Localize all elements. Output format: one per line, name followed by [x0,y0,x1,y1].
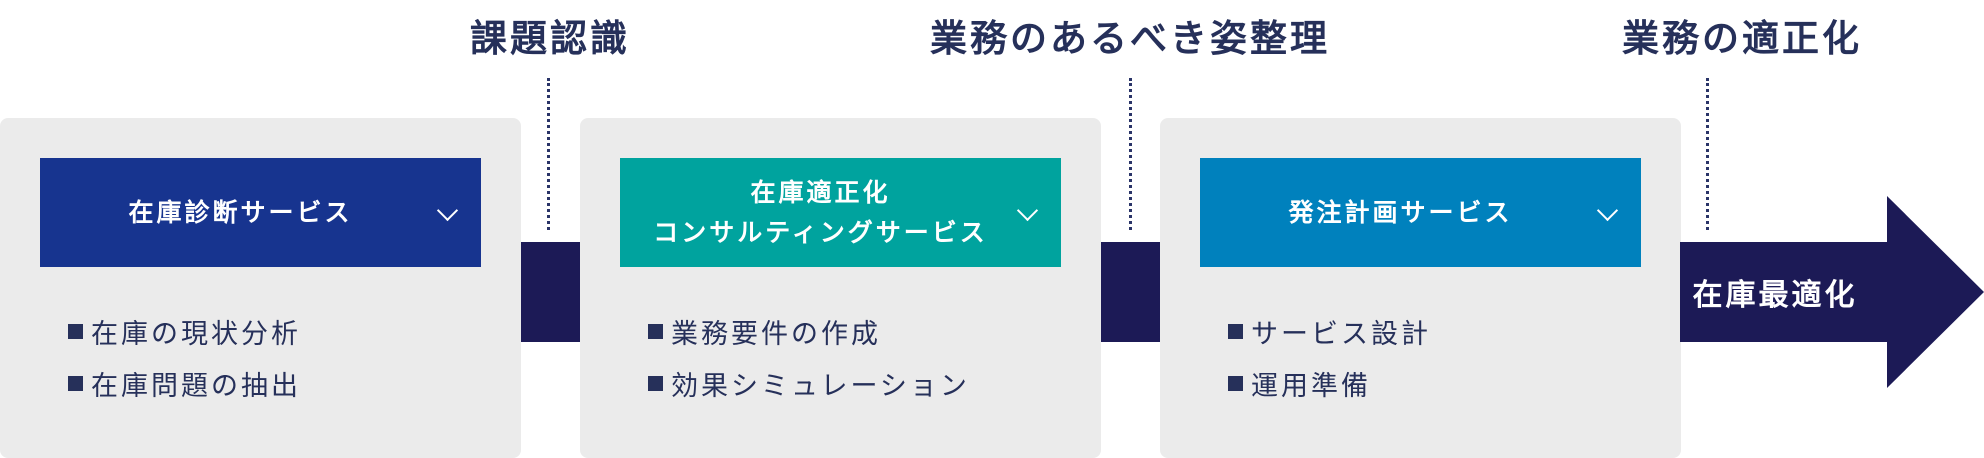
stage-divider-1 [547,78,550,230]
square-bullet-icon [68,323,83,339]
service-item-list: 在庫の現状分析 在庫問題の抽出 [68,305,301,409]
arrow-shape [1680,196,1984,388]
list-item: 在庫の現状分析 [68,305,301,357]
stage-label-3: 業務の適正化 [1622,17,1862,60]
square-bullet-icon [1228,323,1243,339]
service-panel-2: 在庫適正化 コンサルティングサービス 業務要件の作成 効果シミュレーション [580,118,1101,458]
service-button-label: 在庫適正化 コンサルティングサービス [653,177,988,247]
service-item-list: サービス設計 運用準備 [1228,305,1431,409]
chevron-down-icon [436,199,459,221]
goal-arrow [1680,196,1984,388]
list-item: 在庫問題の抽出 [68,357,301,409]
flow-connector-1 [520,242,580,342]
service-button-label: 在庫診断サービス [128,197,353,227]
service-button-label: 発注計画サービス [1288,197,1513,227]
goal-label: 在庫最適化 [1692,278,1858,313]
stage-divider-2 [1129,78,1132,230]
list-item: 効果シミュレーション [648,357,970,409]
service-button-order-planning[interactable]: 発注計画サービス [1200,158,1641,267]
list-item: 運用準備 [1228,357,1431,409]
service-panel-3: 発注計画サービス サービス設計 運用準備 [1160,118,1681,458]
stage-label-1: 課題認識 [470,17,630,60]
chevron-down-icon [1596,199,1619,221]
stage-label-2: 業務のあるべき姿整理 [930,17,1330,60]
chevron-down-icon [1016,199,1039,221]
square-bullet-icon [1228,375,1243,391]
flow-connector-2 [1100,242,1160,342]
square-bullet-icon [68,375,83,391]
list-item: サービス設計 [1228,305,1431,357]
square-bullet-icon [648,375,663,391]
service-item-list: 業務要件の作成 効果シミュレーション [648,305,970,409]
service-panel-1: 在庫診断サービス 在庫の現状分析 在庫問題の抽出 [0,118,521,458]
stage-divider-3 [1706,78,1709,230]
service-button-inventory-diagnosis[interactable]: 在庫診断サービス [40,158,481,267]
square-bullet-icon [648,323,663,339]
service-button-inventory-consulting[interactable]: 在庫適正化 コンサルティングサービス [620,158,1061,267]
list-item: 業務要件の作成 [648,305,970,357]
